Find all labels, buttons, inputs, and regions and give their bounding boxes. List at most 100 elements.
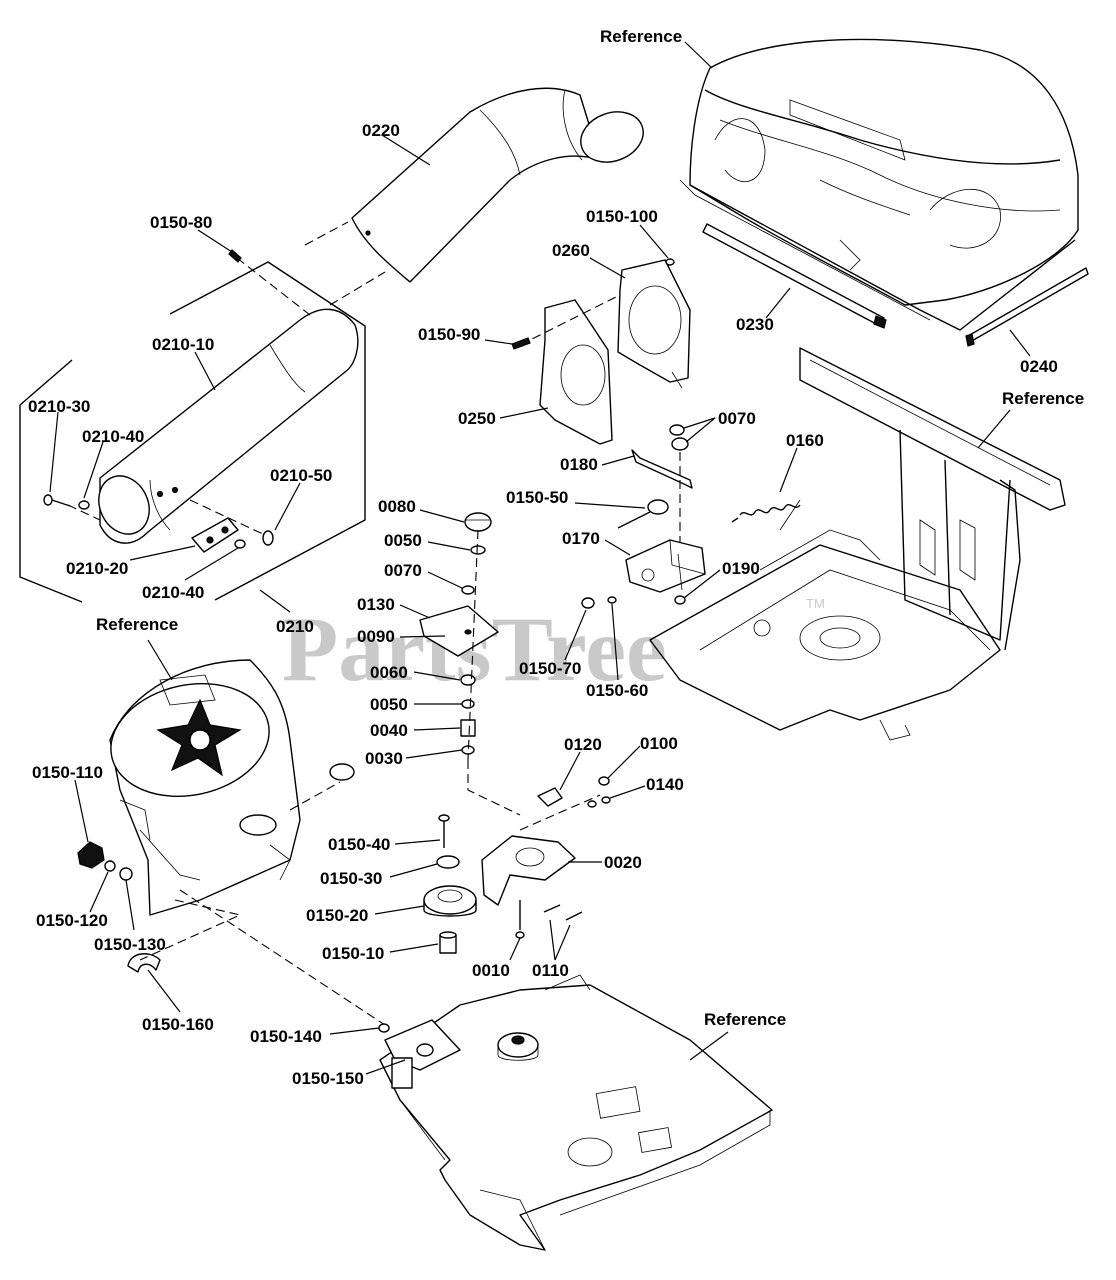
part-0210-40-washer-a	[78, 500, 90, 510]
part-0120-bracket	[537, 787, 563, 807]
spindle-pulley	[497, 1032, 539, 1061]
part-0150-160-clamp	[127, 953, 161, 973]
label-0210: 0210	[276, 617, 314, 636]
label-0240: 0240	[1020, 357, 1058, 376]
label-0150-90: 0150-90	[418, 325, 480, 344]
label-0150-100: 0150-100	[586, 207, 658, 226]
reference-label-deck: Reference	[704, 1010, 786, 1029]
part-0180-lever	[631, 449, 693, 489]
label-0210-20: 0210-20	[66, 559, 128, 578]
part-0100-nut	[598, 776, 610, 786]
engine-assembly	[109, 659, 301, 916]
label-0150-20: 0150-20	[306, 906, 368, 925]
part-0150-30-washer	[436, 855, 460, 869]
part-0050-washer-bottom	[461, 699, 475, 709]
part-0210-40-washer-b	[234, 539, 246, 549]
grass-catcher-bag	[679, 38, 1079, 331]
part-0070-nut-mid	[461, 585, 475, 595]
label-0130: 0130	[357, 595, 395, 614]
part-0150-50-eyebolt	[617, 499, 669, 529]
part-0160-spring	[731, 504, 801, 523]
label-0210-10: 0210-10	[152, 335, 214, 354]
label-0050-a: 0050	[384, 531, 422, 550]
part-0070-nut-bottom	[671, 437, 689, 451]
part-0150-130-washer	[119, 867, 133, 881]
part-0230-bar	[702, 223, 887, 329]
label-0080: 0080	[378, 497, 416, 516]
label-0150-40: 0150-40	[328, 835, 390, 854]
part-0150-140-nut	[378, 1023, 390, 1033]
label-0140: 0140	[646, 775, 684, 794]
watermark-trademark: TM	[806, 596, 825, 611]
label-0150-80: 0150-80	[150, 213, 212, 232]
reference-label-bag: Reference	[600, 27, 682, 46]
label-0150-160: 0150-160	[142, 1015, 214, 1034]
part-0210-20-bracket	[191, 517, 239, 553]
part-0140-washer-a	[587, 800, 597, 808]
part-0240-bar	[965, 267, 1089, 347]
part-0210-outline	[19, 261, 366, 603]
label-0210-30: 0210-30	[28, 397, 90, 416]
label-0150-140: 0150-140	[250, 1027, 322, 1046]
part-0020-bracket	[481, 835, 576, 906]
label-0120: 0120	[564, 735, 602, 754]
part-0150-80-screw	[228, 249, 242, 263]
part-0220-tube	[351, 87, 644, 283]
part-0150-70-nut	[581, 597, 595, 609]
label-0020: 0020	[604, 853, 642, 872]
reference-label-engine: Reference	[96, 615, 178, 634]
label-0230: 0230	[736, 315, 774, 334]
label-0250: 0250	[458, 409, 496, 428]
label-0170: 0170	[562, 529, 600, 548]
part-0070-nut-top	[669, 424, 685, 436]
part-0260-plate	[617, 259, 691, 389]
part-0170-bracket	[625, 539, 706, 593]
part-0050-washer-top	[470, 545, 486, 555]
part-0150-120-washer	[104, 860, 116, 872]
part-0040-spacer	[460, 719, 476, 737]
label-0070-b: 0070	[384, 561, 422, 580]
part-0210-50-knob	[189, 499, 274, 546]
label-0190: 0190	[722, 559, 760, 578]
tractor-frame	[649, 347, 1066, 741]
label-0150-130: 0150-130	[94, 935, 166, 954]
part-labels: 0220 0150-80 0210-10 0210-30 0210-40 021…	[28, 121, 1058, 1088]
label-0150-30: 0150-30	[320, 869, 382, 888]
part-0130-0090-plate	[419, 605, 499, 657]
engine-clamp	[329, 763, 355, 781]
label-0100: 0100	[640, 734, 678, 753]
label-0050-b: 0050	[370, 695, 408, 714]
label-0160: 0160	[786, 431, 824, 450]
label-0210-50: 0210-50	[270, 466, 332, 485]
part-0150-100-nut	[665, 258, 675, 266]
part-0150-60-washer	[607, 596, 617, 604]
part-0110-bolts	[543, 904, 583, 921]
part-0150-150-bracket	[384, 1019, 461, 1089]
reference-label-frame: Reference	[1002, 389, 1084, 408]
label-0150-110: 0150-110	[32, 763, 103, 782]
label-0070-a: 0070	[718, 409, 756, 428]
label-0010: 0010	[472, 961, 510, 980]
part-0010-bolt	[515, 900, 525, 939]
label-0040: 0040	[370, 721, 408, 740]
part-0150-90-bolt	[511, 337, 531, 350]
part-0150-20-pulley	[423, 885, 477, 917]
label-0220: 0220	[362, 121, 400, 140]
label-0060: 0060	[370, 663, 408, 682]
label-0150-120: 0150-120	[36, 911, 108, 930]
part-0030-washer	[461, 745, 475, 755]
label-0150-50: 0150-50	[506, 488, 568, 507]
label-0210-40-a: 0210-40	[82, 427, 144, 446]
label-0260: 0260	[552, 241, 590, 260]
leader-lines	[49, 134, 1031, 1075]
part-0080-knob	[464, 512, 492, 532]
label-0150-10: 0150-10	[322, 944, 384, 963]
part-0210-30-bolt	[43, 494, 71, 507]
label-0150-60: 0150-60	[586, 681, 648, 700]
part-0210-10-chute	[98, 308, 359, 544]
label-0150-70: 0150-70	[519, 659, 581, 678]
label-0210-40-b: 0210-40	[142, 583, 204, 602]
part-0140-washer-b	[601, 796, 611, 804]
part-0250-plate	[539, 299, 613, 445]
